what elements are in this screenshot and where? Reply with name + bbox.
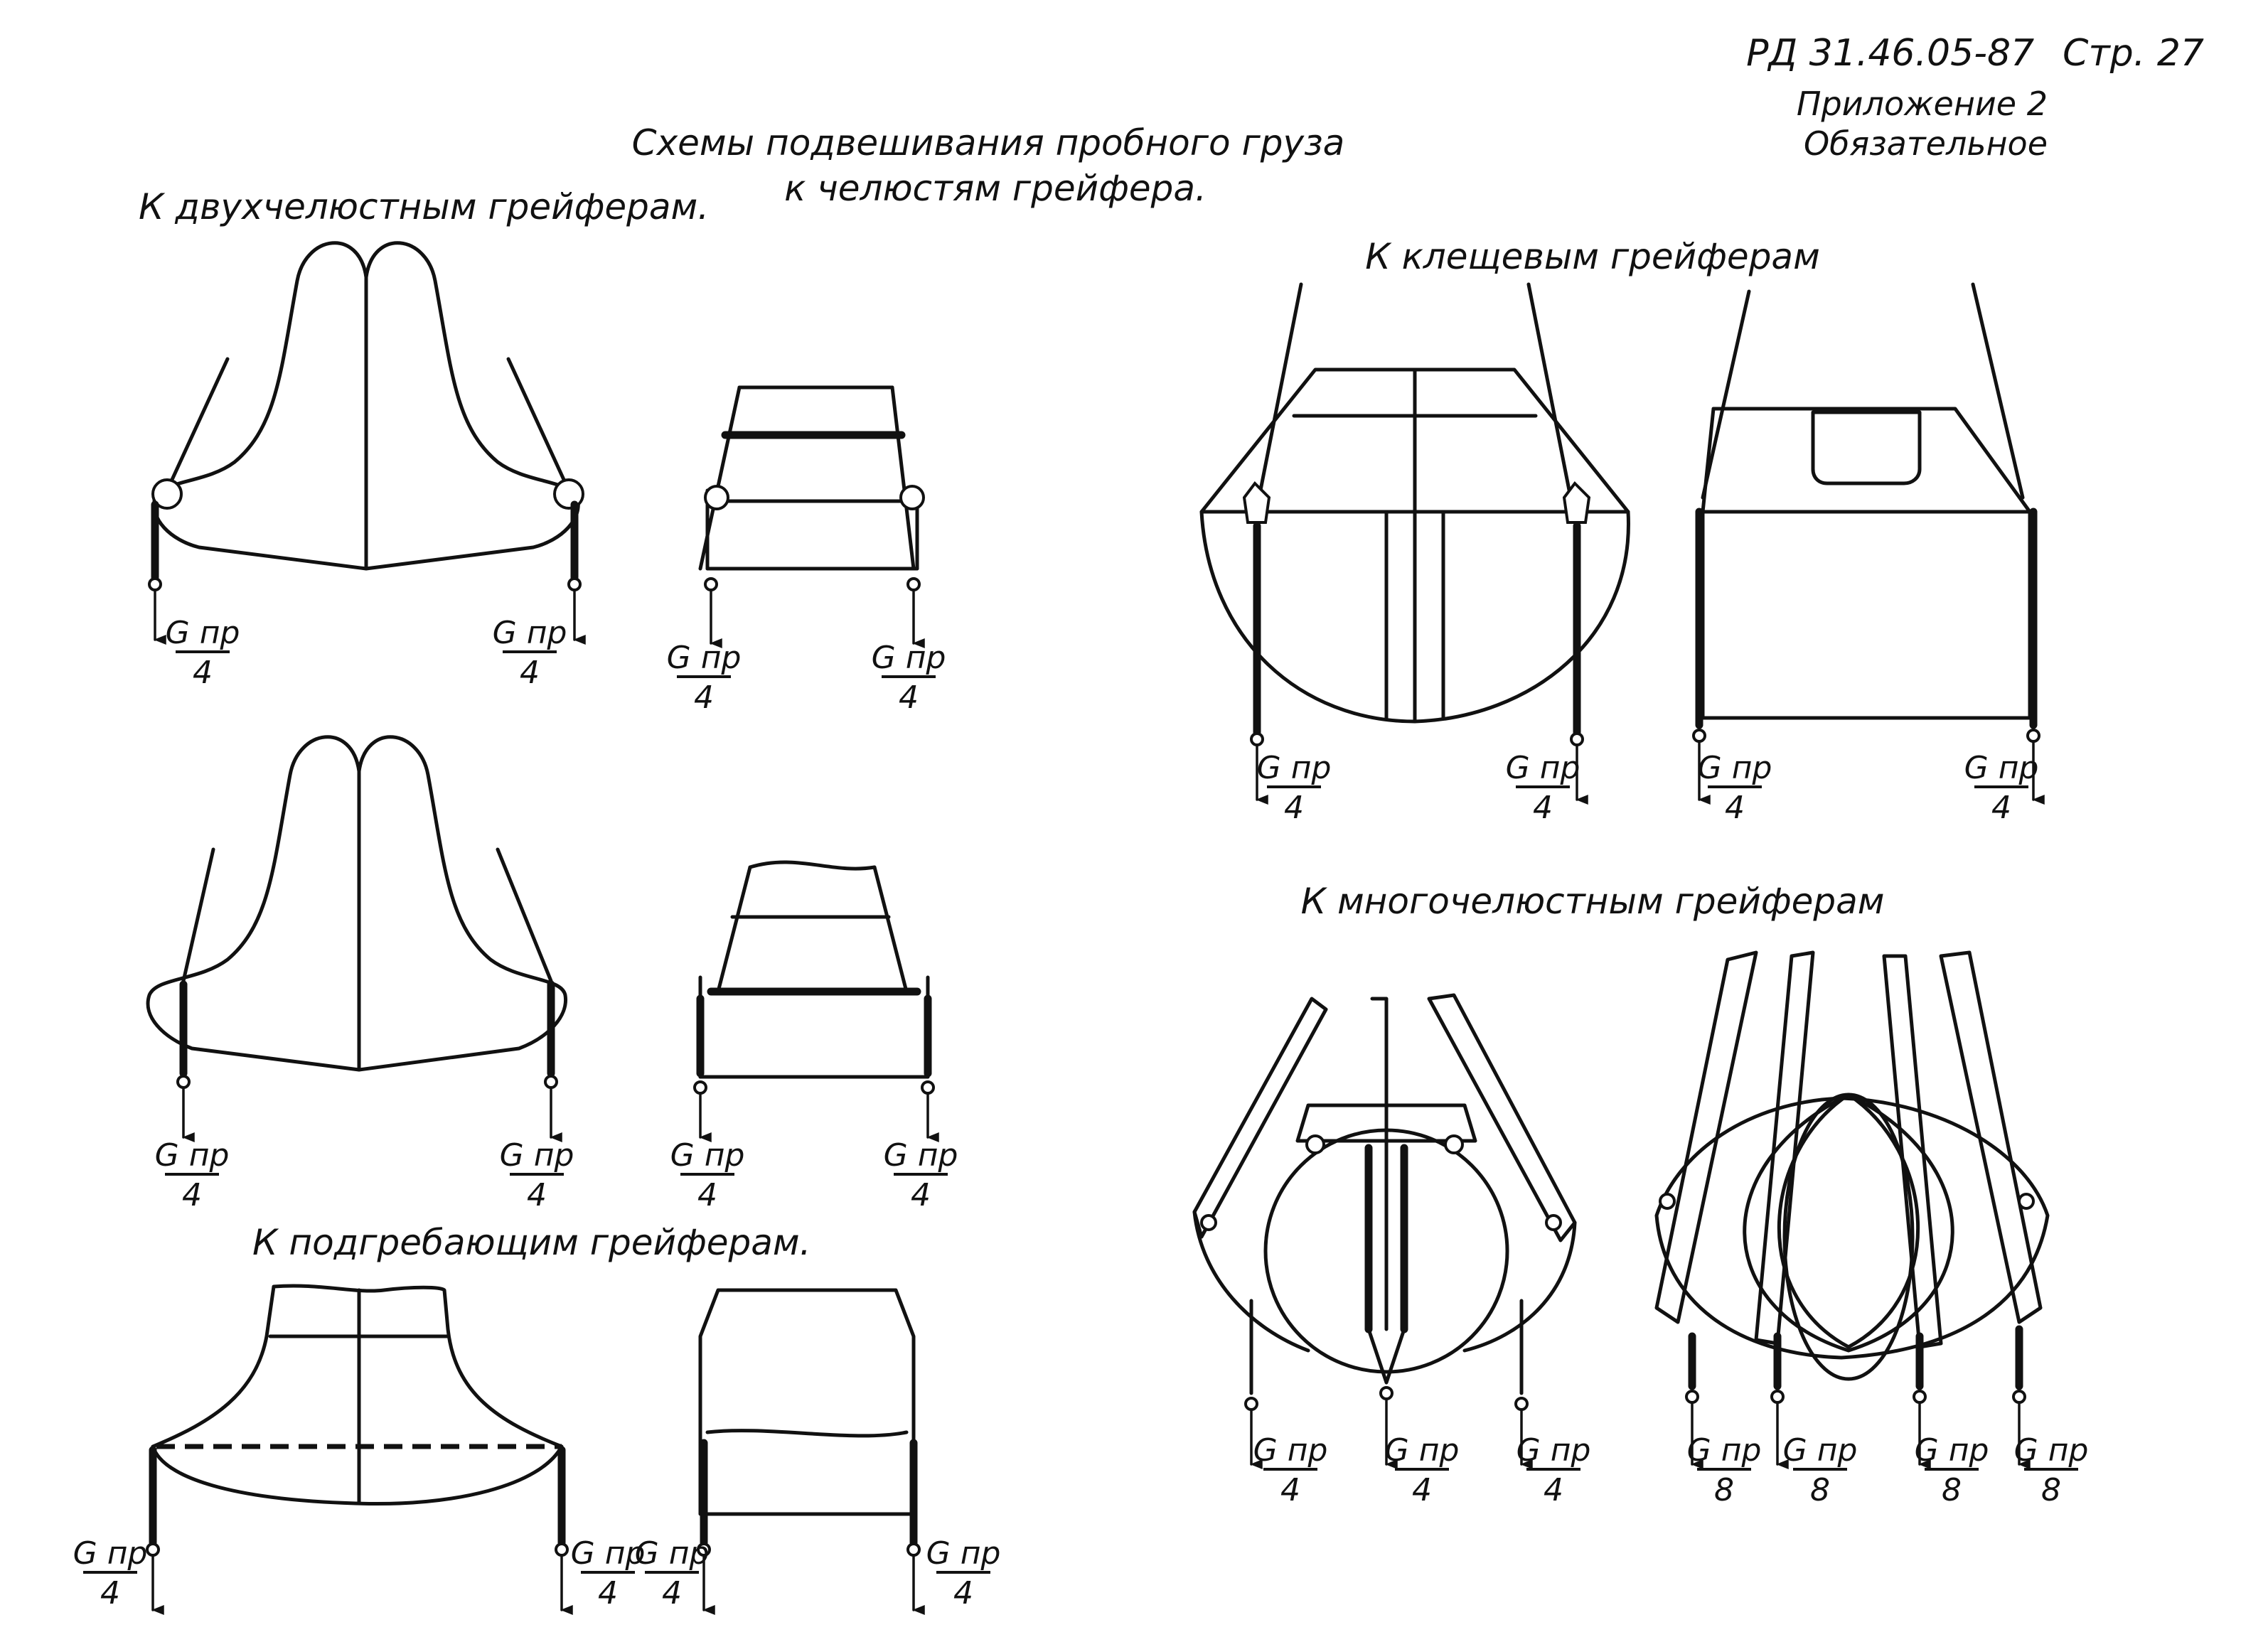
multi-jaw-grab-view-2: G пр 8 G пр 8 G пр 8 G пр 8 [1654, 950, 2089, 1508]
scraping-grab-front-view [633, 1288, 1002, 1615]
svg-text:8: 8 [1714, 1472, 1734, 1508]
section-tong: К клещевым грейферам [1365, 236, 1820, 277]
svg-text:G пр: G пр [2014, 1432, 2089, 1469]
load-label-eighth-3: G пр 8 [1915, 1432, 1989, 1508]
two-jaw-side-view-2 [146, 735, 576, 1215]
status-label: Обязательное [1804, 124, 2048, 163]
load-label-eighth-4: G пр 8 [2014, 1432, 2089, 1508]
svg-text:8: 8 [1942, 1472, 1962, 1508]
page-number: Стр. 27 [2063, 32, 2204, 75]
svg-text:G пр: G пр [1783, 1432, 1858, 1469]
tong-grab-side-view [1199, 282, 1630, 827]
svg-text:G пр: G пр [1687, 1432, 1762, 1469]
load-label-eighth-2: G пр 8 [1783, 1432, 1858, 1508]
appendix-label: Приложение 2 [1797, 85, 2048, 123]
two-jaw-front-view-2 [668, 860, 960, 1215]
section-scraping: К подгребающим грейферам. [252, 1222, 811, 1263]
svg-text:8: 8 [1810, 1472, 1830, 1508]
two-jaw-side-view-1 [148, 241, 586, 692]
tong-grab-front-view [1692, 282, 2045, 827]
scraping-grab-side-view [71, 1284, 647, 1615]
doc-ref: РД 31.46.05-87 [1746, 32, 2034, 75]
two-jaw-front-view-1 [665, 385, 948, 717]
section-multi-jaw: К многочелюстным грейферам [1301, 881, 1885, 922]
svg-text:G пр: G пр [1915, 1432, 1989, 1469]
section-two-jaw: К двухчелюстным грейферам. [139, 186, 709, 227]
svg-text:8: 8 [2041, 1472, 2061, 1508]
title-line-2: к челюстям грейфера. [784, 168, 1207, 209]
title-line-1: Схемы подвешивания пробного груза [632, 122, 1345, 163]
multi-jaw-grab-view-1 [1192, 993, 1593, 1510]
document-reference: РД 31.46.05-87 Стр. 27 [1746, 32, 2204, 75]
load-label-eighth-1: G пр 8 [1687, 1432, 1762, 1508]
